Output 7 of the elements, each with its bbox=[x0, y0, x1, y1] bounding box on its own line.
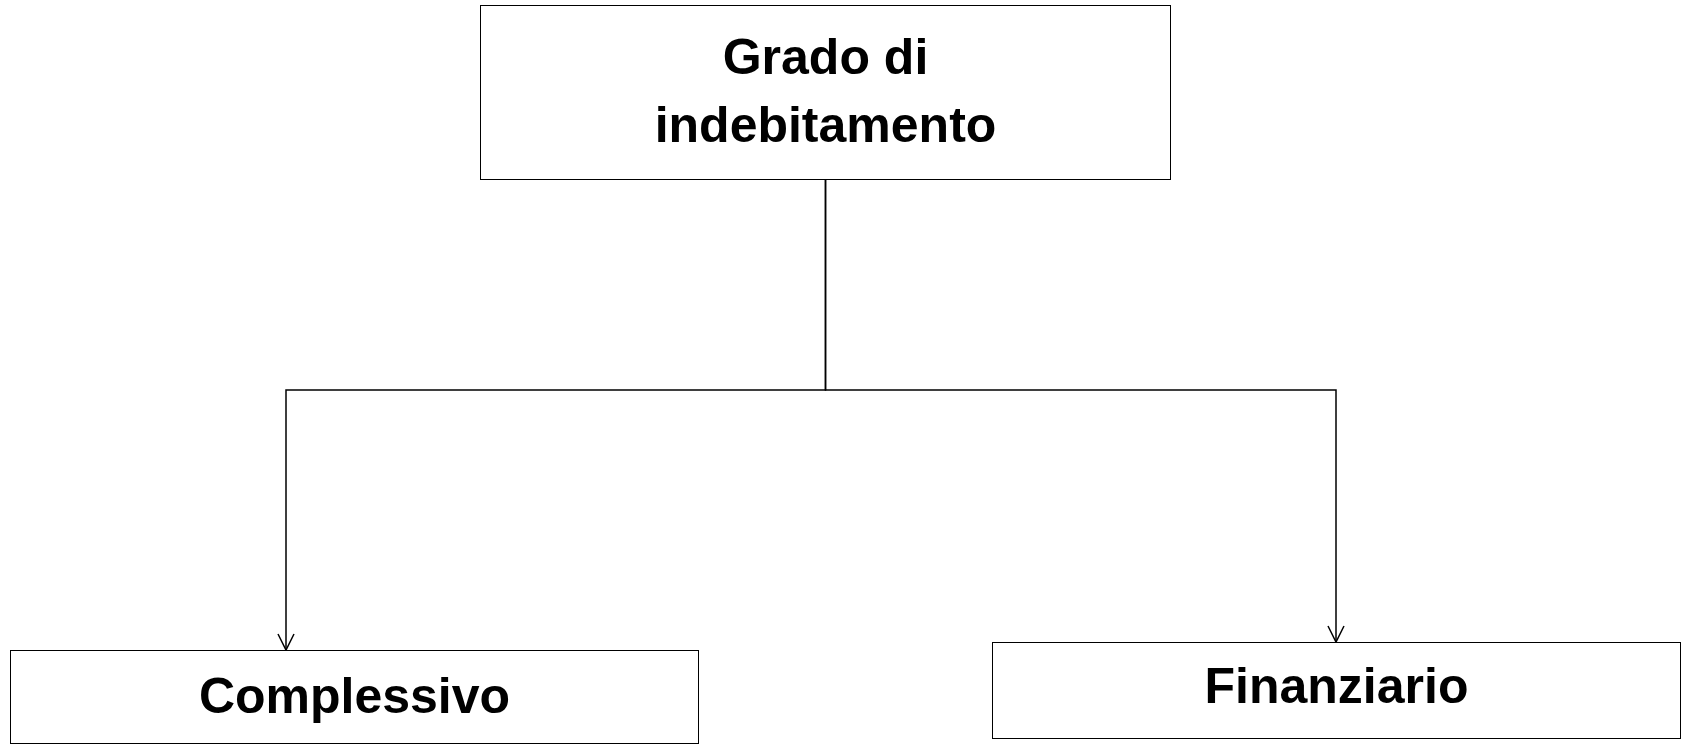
category-box bbox=[992, 642, 1681, 739]
category-box bbox=[10, 650, 699, 744]
box-label: Grado di indebitamento bbox=[653, 28, 998, 155]
connector-arrow bbox=[824, 179, 1345, 643]
category-box bbox=[480, 5, 1171, 180]
box-label: Complessivo bbox=[198, 667, 511, 726]
box-label: Finanziario bbox=[1204, 657, 1469, 716]
